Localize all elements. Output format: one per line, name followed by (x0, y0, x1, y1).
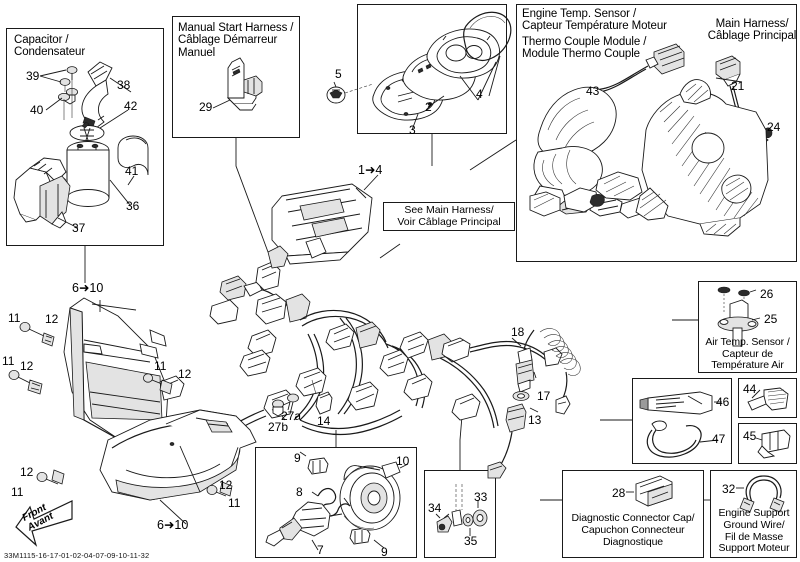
callout-38: 38 (117, 78, 131, 92)
callout-28: 28 (612, 486, 626, 500)
callout-13: 13 (528, 413, 542, 427)
diagnostic-panel-title: Diagnostic Connector Cap/ Capuchon Conne… (571, 512, 695, 548)
callout-42: 42 (124, 99, 138, 113)
callout-12-b: 12 (20, 359, 34, 373)
diagram-footer-code: 33M1115-16-17-01-02-04-07-09-10-11-32 (4, 551, 150, 560)
callout-11-d: 11 (11, 485, 24, 499)
callout-3: 3 (409, 123, 416, 137)
engine-temp-panel-title: Engine Temp. Sensor / Capteur Températur… (522, 8, 667, 33)
callout-11-c: 11 (154, 359, 167, 373)
panel-headlamp-bulb (255, 447, 417, 558)
callout-5: 5 (335, 67, 342, 81)
callout-41: 41 (125, 164, 139, 178)
see-main-harness-callout: See Main Harness/ Voir Câblage Principal (383, 202, 515, 231)
callout-14: 14 (317, 414, 331, 428)
callout-9-b: 9 (381, 545, 388, 559)
callout-9-a: 9 (294, 451, 301, 465)
tether-connector-art (487, 328, 581, 479)
callout-44: 44 (743, 382, 757, 396)
callout-25: 25 (764, 312, 778, 326)
callout-47: 47 (712, 432, 726, 446)
callout-11-b: 11 (2, 354, 15, 368)
callout-27a: 27a (281, 409, 302, 423)
callout-12-a: 12 (45, 312, 59, 326)
callout-17: 17 (537, 389, 551, 403)
thermo-couple-panel-title: Thermo Couple Module / Module Thermo Cou… (522, 36, 647, 61)
front-direction-arrow: Front Avant (12, 497, 76, 551)
engine-support-panel-title: Engine Support Ground Wire/ Fil de Masse… (718, 507, 790, 555)
main-harness-panel-title: Main Harness/ Câblage Principal (707, 18, 797, 43)
callout-12-d: 12 (20, 465, 34, 479)
callout-46: 46 (716, 395, 730, 409)
callout-18: 18 (511, 325, 525, 339)
panel-diagnostic-connector-cap (562, 470, 704, 558)
manual-start-panel-title: Manual Start Harness / Câblage Démarreur… (178, 22, 294, 59)
callout-36: 36 (126, 199, 140, 213)
callout-39: 39 (26, 69, 40, 83)
callout-11-a: 11 (8, 311, 21, 325)
callout-24: 24 (767, 120, 781, 134)
callout-11-e: 11 (228, 496, 241, 510)
callout-10: 10 (396, 454, 410, 468)
callout-45: 45 (743, 429, 757, 443)
panel-capacitor (6, 28, 164, 246)
air-temp-panel-title: Air Temp. Sensor / Capteur de Températur… (705, 336, 790, 371)
callout-32: 32 (722, 482, 736, 496)
callout-12-e: 12 (219, 478, 233, 492)
callout-34: 34 (428, 501, 442, 515)
callout-8: 8 (296, 485, 303, 499)
callout-37: 37 (72, 221, 86, 235)
callout-33: 33 (474, 490, 488, 504)
panel-grease-strap (632, 378, 732, 464)
callout-40: 40 (30, 103, 44, 117)
callout-6-10-bottom: 6➜10 (157, 518, 189, 532)
callout-12-c: 12 (178, 367, 192, 381)
callout-1-4: 1➜4 (358, 163, 383, 177)
callout-21: 21 (731, 79, 745, 93)
callout-26: 26 (760, 287, 774, 301)
callout-7: 7 (317, 543, 324, 557)
callout-6-10-top: 6➜10 (72, 281, 104, 295)
callout-29: 29 (199, 100, 213, 114)
panel-gauge-cluster (357, 4, 507, 134)
capacitor-panel-title: Capacitor / Condensateur (14, 34, 86, 59)
callout-27b: 27b (268, 420, 289, 434)
callout-43: 43 (586, 84, 600, 98)
callout-4: 4 (476, 87, 483, 101)
callout-2: 2 (425, 100, 432, 114)
callout-35: 35 (464, 534, 478, 548)
